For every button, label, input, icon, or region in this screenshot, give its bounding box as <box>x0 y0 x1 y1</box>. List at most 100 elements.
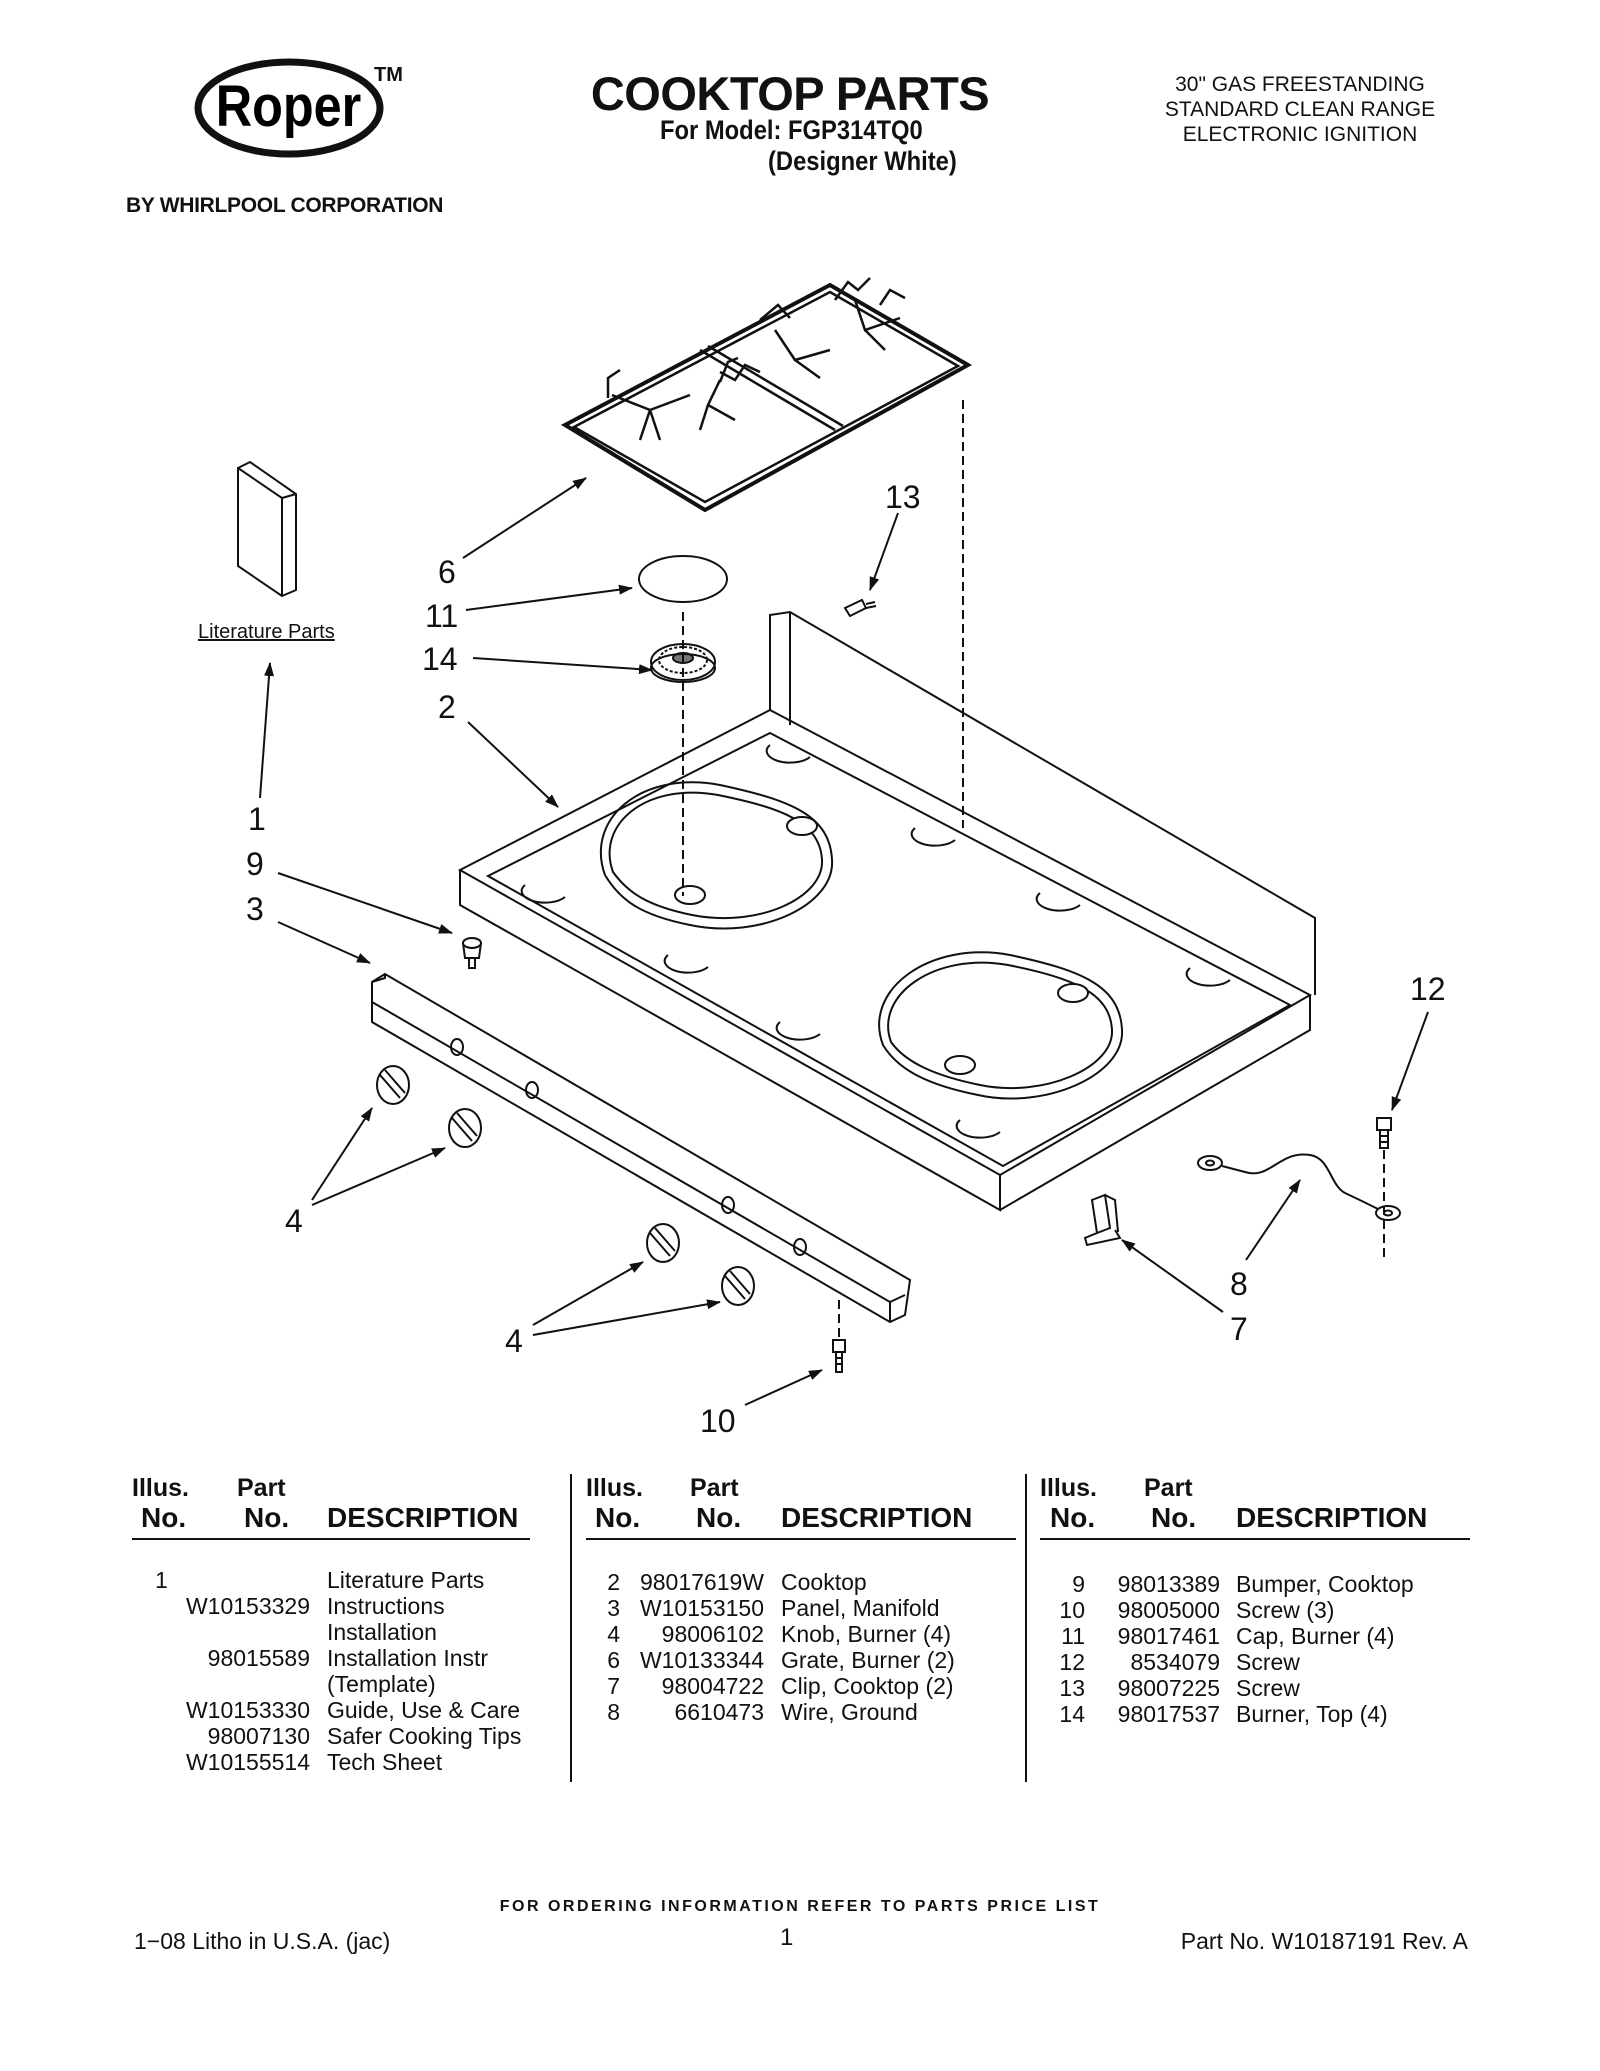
ordering-note: FOR ORDERING INFORMATION REFER TO PARTS … <box>499 1898 1101 1915</box>
callout-4-left: 4 <box>285 1203 303 1239</box>
col1-header-rule <box>132 1538 530 1540</box>
burner-grate-illustration <box>560 277 973 513</box>
model-number: For Model: FGP314TQ0 <box>660 115 923 145</box>
table-cell-part: 98006102 <box>661 1621 764 1647</box>
table-cell-desc: Safer Cooking Tips <box>327 1723 522 1749</box>
callout-9: 9 <box>246 846 264 882</box>
table-cell-desc: Screw (3) <box>1236 1597 1335 1623</box>
table-cell-desc: Burner, Top (4) <box>1236 1701 1388 1727</box>
col3-part-no-header: No. <box>1151 1502 1197 1533</box>
table-cell-illus: 14 <box>1059 1701 1085 1727</box>
table-cell-illus: 4 <box>607 1621 620 1647</box>
col1-part-no-header: No. <box>244 1502 290 1533</box>
table-cell-desc: Screw <box>1236 1675 1300 1701</box>
table-cell-part: 98005000 <box>1117 1597 1220 1623</box>
trademark-mark: TM <box>374 64 403 86</box>
product-description: 30" GAS FREESTANDING STANDARD CLEAN RANG… <box>1130 72 1470 147</box>
table-cell-desc: Grate, Burner (2) <box>781 1647 955 1673</box>
table-cell-part: W10153329 <box>185 1593 310 1619</box>
product-line-1: 30" GAS FREESTANDING <box>1175 73 1425 96</box>
col1-description-header: DESCRIPTION <box>327 1502 519 1533</box>
table-cell-desc: Tech Sheet <box>327 1749 443 1775</box>
page-title: COOKTOP PARTS <box>590 67 990 120</box>
screw-illustration <box>832 598 1392 1373</box>
callout-7: 7 <box>1230 1311 1248 1347</box>
col3-illus-no-header: No. <box>1050 1502 1096 1533</box>
table-cell-desc: Guide, Use & Care <box>327 1697 521 1723</box>
table-cell-part: 6610473 <box>674 1699 764 1725</box>
table-cell-part: 98017537 <box>1117 1701 1220 1727</box>
callout-6: 6 <box>438 554 456 590</box>
callout-10: 10 <box>700 1403 736 1439</box>
table-cell-illus: 7 <box>607 1673 620 1699</box>
table-cell-part: W10155514 <box>185 1749 310 1775</box>
callout-11: 11 <box>425 598 458 634</box>
table-cell-desc: Panel, Manifold <box>781 1595 940 1621</box>
table-cell-part: 8534079 <box>1130 1649 1220 1675</box>
col2-illus-header: Illus. <box>586 1474 643 1502</box>
table-cell-illus: 8 <box>607 1699 620 1725</box>
cooktop-body-illustration <box>457 610 1316 1212</box>
burner-knob-illustration <box>376 1065 755 1306</box>
product-line-3: ELECTRONIC IGNITION <box>1182 123 1418 146</box>
table-cell-illus: 9 <box>1072 1571 1085 1597</box>
table-cell-desc: Knob, Burner (4) <box>781 1621 952 1647</box>
col3-illus-header: Illus. <box>1040 1474 1097 1502</box>
callout-13: 13 <box>885 479 921 515</box>
table-cell-illus: 1 <box>155 1567 168 1593</box>
table-cell-illus: 3 <box>607 1595 620 1621</box>
table-cell-desc: Clip, Cooktop (2) <box>781 1673 954 1699</box>
cooktop-clip-illustration <box>1083 1193 1122 1247</box>
col2-illus-no-header: No. <box>595 1502 641 1533</box>
ground-wire-illustration <box>1197 1153 1401 1221</box>
table-cell-desc: Screw <box>1236 1649 1300 1675</box>
table-cell-illus: 10 <box>1059 1597 1085 1623</box>
table-cell-part: 98013389 <box>1117 1571 1220 1597</box>
col2-header-rule <box>586 1538 1016 1540</box>
table-cell-part: 98007130 <box>207 1723 310 1749</box>
callout-8: 8 <box>1230 1266 1248 1302</box>
callout-2: 2 <box>438 689 456 725</box>
table-cell-illus: 12 <box>1059 1649 1085 1675</box>
litho-info: 1−08 Litho in U.S.A. (jac) <box>134 1928 391 1954</box>
table-cell-illus: 13 <box>1059 1675 1085 1701</box>
col1-illus-header: Illus. <box>132 1474 189 1502</box>
callout-1: 1 <box>248 801 266 837</box>
column-divider-1 <box>570 1474 572 1782</box>
page-number: 1 <box>780 1924 794 1951</box>
table-cell-illus: 11 <box>1061 1623 1085 1649</box>
literature-parts-label: Literature Parts <box>198 621 335 643</box>
product-line-2: STANDARD CLEAN RANGE <box>1164 98 1436 121</box>
table-cell-part: W10133344 <box>639 1647 764 1673</box>
bumper-illustration <box>462 937 482 969</box>
brand-logo: Roper TM BY WHIRLPOOL CORPORATION <box>126 58 476 223</box>
leader-arrows <box>259 477 1429 1406</box>
col1-illus-no-header: No. <box>141 1502 187 1533</box>
table-cell-part: W10153150 <box>639 1595 764 1621</box>
col3-description-header: DESCRIPTION <box>1236 1502 1428 1533</box>
table-cell-desc: Cooktop <box>781 1569 867 1595</box>
col2-part-header: Part <box>690 1474 739 1502</box>
col3-part-header: Part <box>1144 1474 1193 1502</box>
table-cell-part: 98017461 <box>1117 1623 1220 1649</box>
col3-header-rule <box>1040 1538 1470 1540</box>
manifold-panel-illustration <box>371 972 912 1324</box>
table-cell-desc: Literature Parts <box>327 1567 485 1593</box>
table-cell-illus: 6 <box>607 1647 620 1673</box>
col1-part-header: Part <box>237 1474 286 1502</box>
table-cell-part: 98004722 <box>661 1673 764 1699</box>
table-cell-part: 98017619W <box>639 1569 764 1595</box>
table-cell-desc: Wire, Ground <box>781 1699 918 1725</box>
logo-oval: Roper <box>194 58 384 158</box>
table-cell-desc: (Template) <box>327 1671 436 1697</box>
callout-4-bottom: 4 <box>505 1323 523 1359</box>
col2-description-header: DESCRIPTION <box>781 1502 973 1533</box>
table-cell-desc: Instructions <box>327 1593 445 1619</box>
col2-part-no-header: No. <box>696 1502 742 1533</box>
exploded-parts-diagram: 6 11 14 2 1 9 3 4 4 10 13 12 8 7 <box>237 277 1446 1439</box>
table-cell-illus: 2 <box>607 1569 620 1595</box>
table-cell-part: 98015589 <box>207 1645 310 1671</box>
callout-12: 12 <box>1410 971 1446 1007</box>
column-divider-2 <box>1025 1474 1027 1782</box>
model-color: (Designer White) <box>768 146 957 176</box>
